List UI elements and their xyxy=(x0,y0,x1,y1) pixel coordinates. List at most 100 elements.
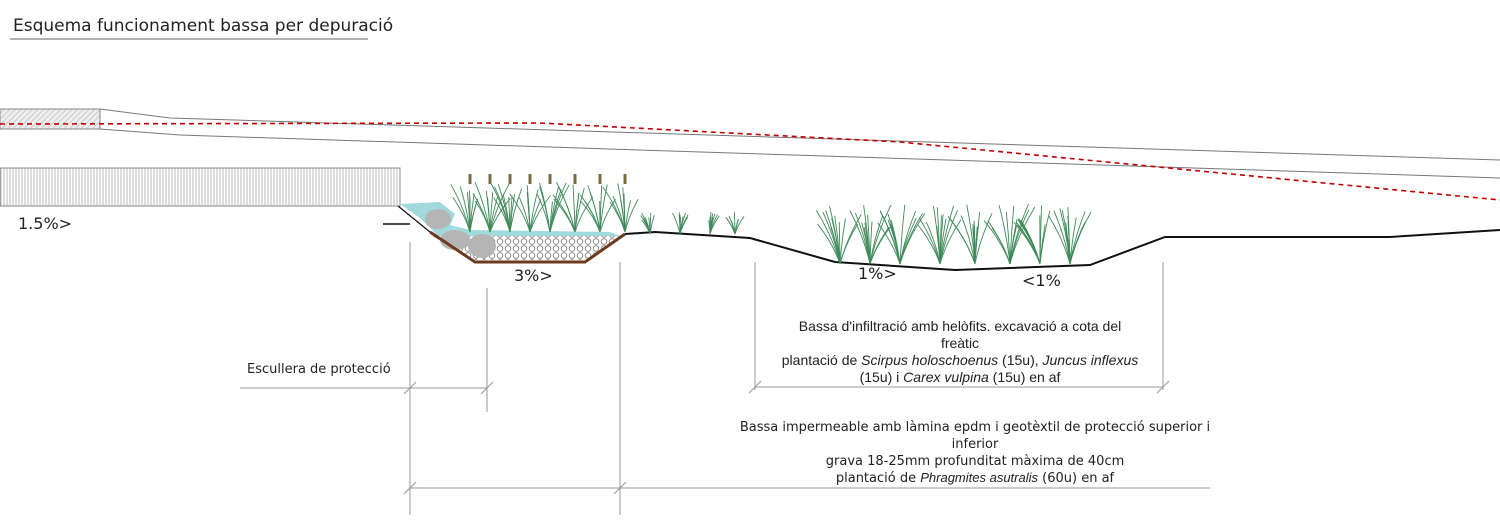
plant-leaf xyxy=(459,186,471,233)
plant-leaf xyxy=(950,219,976,265)
plant-leaf xyxy=(899,213,926,265)
plant-leaf xyxy=(489,196,499,233)
plant-leaf xyxy=(549,184,570,233)
plant-leaf xyxy=(672,212,681,235)
reed-head xyxy=(528,174,532,184)
lower-terrain-line xyxy=(99,128,1500,179)
upper-terrain-line xyxy=(99,108,1500,161)
plant-leaf xyxy=(527,193,531,233)
plant-leaf xyxy=(890,219,901,265)
plant-leaf xyxy=(549,187,559,233)
plant-leaf xyxy=(863,205,871,265)
road-slab xyxy=(0,167,401,207)
page-title: Esquema funcionament bassa per depuració xyxy=(13,16,393,36)
plant-leaf xyxy=(1069,211,1086,265)
plant-leaf xyxy=(879,210,901,265)
plant-leaf xyxy=(936,225,941,265)
plant-leaf xyxy=(1053,210,1071,265)
slope-gravel-pond: 3%> xyxy=(514,266,553,285)
plant-leaf xyxy=(974,213,993,265)
plant-leaf xyxy=(1013,221,1041,265)
plant-leaf xyxy=(725,217,736,235)
plant-leaf xyxy=(493,197,511,233)
plant-leaf xyxy=(854,212,871,265)
reed-head xyxy=(623,174,627,184)
plant-leaf xyxy=(539,182,551,233)
plant-leaf xyxy=(617,183,626,233)
plant-leaf xyxy=(599,198,616,233)
plant-leaf xyxy=(972,227,976,265)
ground-profile xyxy=(624,229,1500,272)
plant-leaf xyxy=(553,198,576,233)
slope-infiltration-left: 1%> xyxy=(858,264,897,283)
dimension-lines xyxy=(240,242,1210,515)
plant-leaf xyxy=(574,187,585,233)
plant-leaf xyxy=(1018,217,1041,265)
plant-leaf xyxy=(450,184,471,233)
impermeable-note: Bassa impermeable amb làmina epdm i geot… xyxy=(740,420,1210,486)
note-line: grava 18-25mm profunditat màxima de 40cm xyxy=(826,454,1125,469)
plant-leaf xyxy=(474,182,491,233)
plant-leaf xyxy=(1039,210,1051,265)
riprap-label: Escullera de protecció xyxy=(247,362,391,377)
plant-leaf xyxy=(983,220,1011,265)
plant-leaf xyxy=(469,198,479,233)
upper-road-section xyxy=(0,108,101,130)
note-line: Bassa impermeable amb làmina epdm i geot… xyxy=(740,420,1210,435)
slope-infiltration-right: <1% xyxy=(1022,271,1061,290)
bank-line xyxy=(397,205,431,233)
plant-leaf xyxy=(815,209,841,265)
note-line: freàtic xyxy=(941,335,979,351)
plant-leaf xyxy=(947,216,976,265)
reed-head xyxy=(598,174,602,184)
plant-leaf xyxy=(487,197,491,233)
plant-leaf xyxy=(518,197,531,233)
reed-head xyxy=(468,174,472,184)
plant-leaf xyxy=(917,224,941,265)
plant-leaf xyxy=(509,188,523,233)
plant-leaf xyxy=(709,214,718,235)
plant-leaf xyxy=(839,218,846,265)
reed-head xyxy=(508,174,512,184)
reed-head xyxy=(548,174,552,184)
note-line: plantació de Scirpus holoschoenus (15u),… xyxy=(782,352,1138,368)
boulder xyxy=(425,209,451,229)
plant-leaf xyxy=(497,184,511,233)
water-flow xyxy=(400,202,620,238)
plant-leaf xyxy=(679,212,687,235)
note-line: (15u) i Carex vulpina (15u) en af xyxy=(860,369,1061,385)
note-line: Bassa d'infiltració amb helòfits. excava… xyxy=(799,318,1122,334)
plant-leaf xyxy=(869,205,892,265)
plant-leaf xyxy=(1039,205,1042,265)
plant-leaf xyxy=(557,185,576,233)
plant-leaf xyxy=(839,214,862,265)
plant-leaf xyxy=(649,212,652,235)
plant-leaf xyxy=(899,204,906,265)
plant-leaf xyxy=(509,193,531,233)
water-table-line xyxy=(0,122,1500,201)
plant-leaf xyxy=(489,182,511,233)
plant-leaf xyxy=(998,205,1011,265)
plant-leaf xyxy=(960,215,976,265)
epdm-liner xyxy=(429,230,626,264)
plant-leaf xyxy=(869,225,892,265)
plant-leaf xyxy=(899,210,917,265)
plant-leaf xyxy=(1009,219,1018,265)
slope-road: 1.5%> xyxy=(18,214,72,233)
reed-head xyxy=(488,174,492,184)
boulder xyxy=(468,234,496,258)
plant-leaf xyxy=(839,223,859,265)
plant-leaf xyxy=(1009,209,1030,265)
note-line: inferior xyxy=(952,437,999,452)
plant-leaf xyxy=(939,205,955,265)
note-line: plantació de Phragmites asutralis (60u) … xyxy=(836,470,1115,486)
plant-leaf xyxy=(489,197,511,233)
plant-leaf xyxy=(580,194,601,233)
plant-leaf xyxy=(529,199,542,233)
plants xyxy=(450,174,1092,265)
plant-leaf xyxy=(589,192,601,233)
plant-leaf xyxy=(602,186,626,233)
plant-leaf xyxy=(734,216,745,235)
reed-head xyxy=(573,174,577,184)
